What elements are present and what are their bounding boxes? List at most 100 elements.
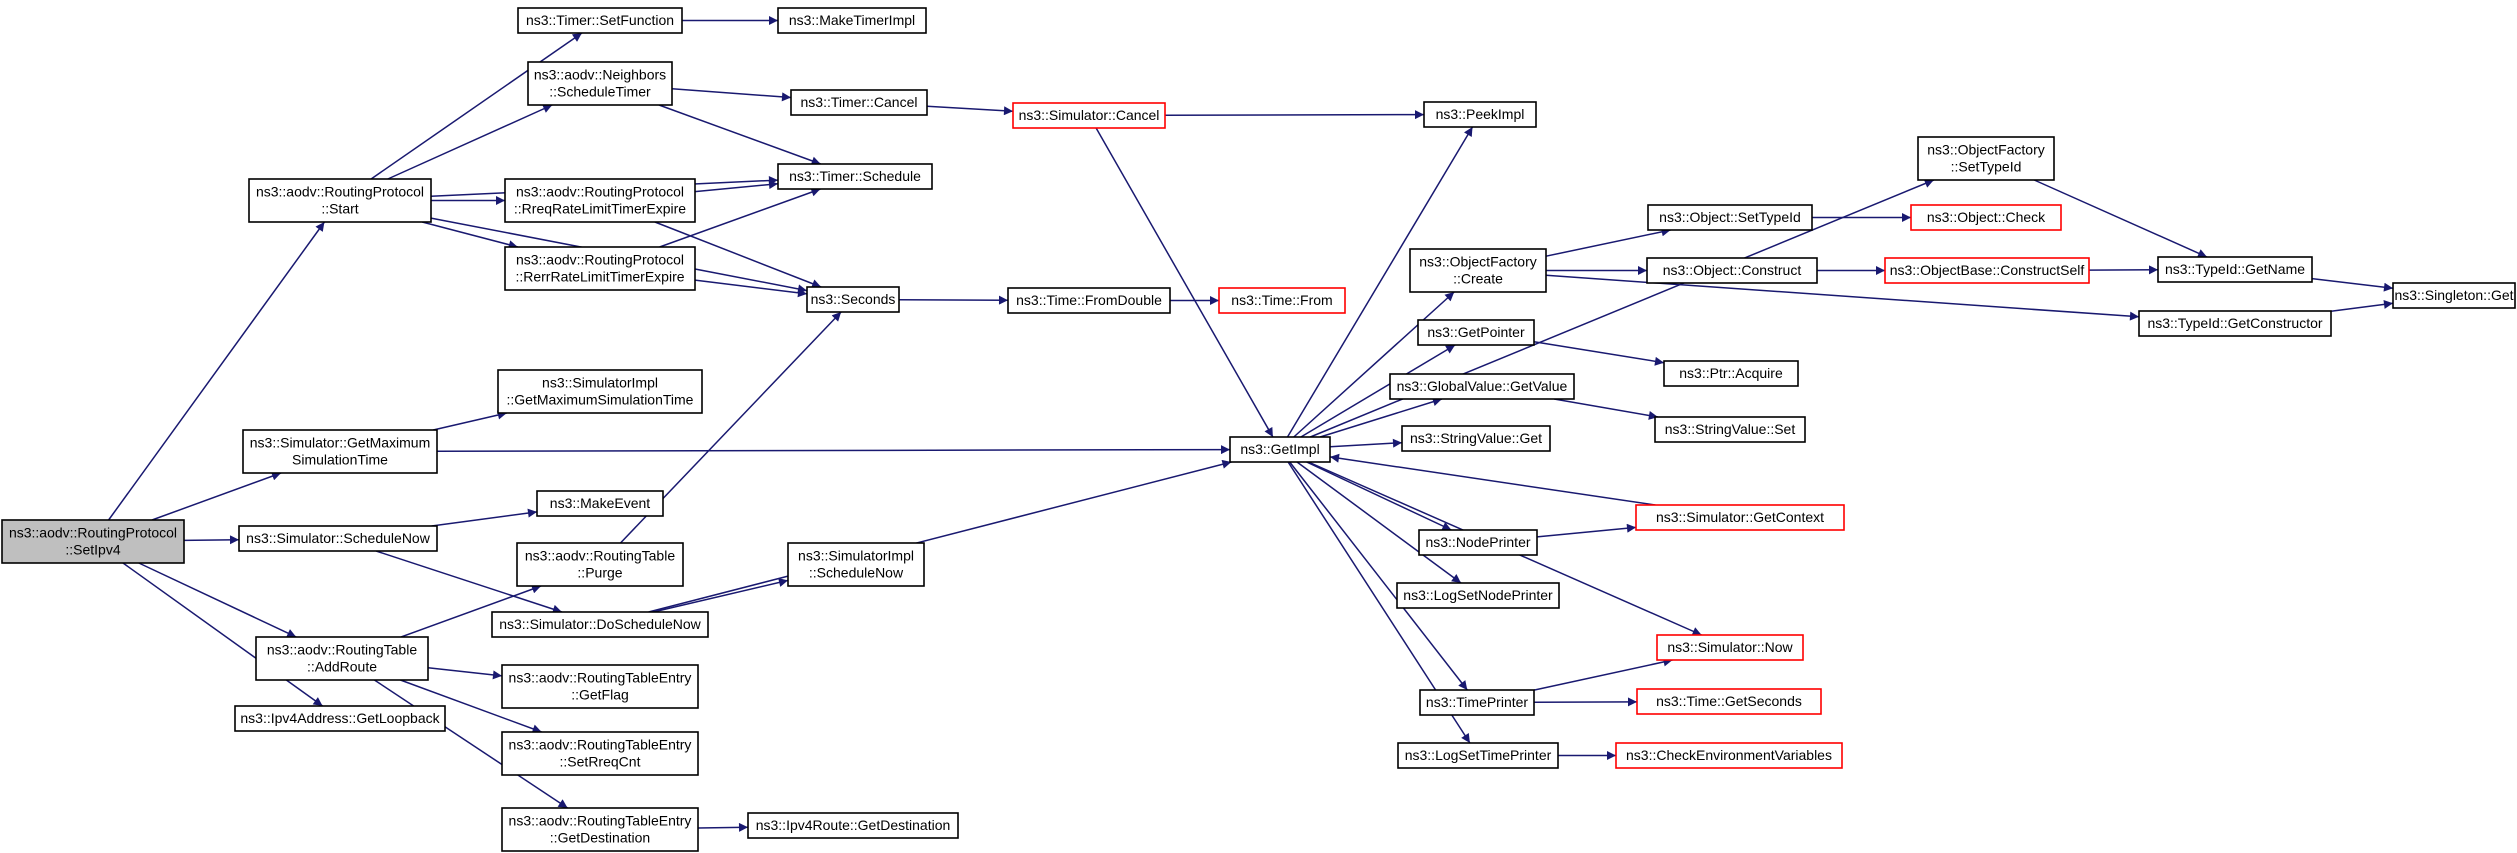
edge-sim_getcontext-to-getimpl [1329, 453, 1656, 506]
edge-gv_getvalue-to-sv_set [1553, 398, 1659, 420]
node-label: ns3::GlobalValue::GetValue [1397, 378, 1568, 394]
node-box [1656, 634, 1804, 661]
node-rte_setrreq[interactable]: ns3::aodv::RoutingTableEntry::SetRreqCnt [501, 731, 699, 776]
node-label: ns3::Simulator::ScheduleNow [246, 530, 431, 546]
node-doschednow[interactable]: ns3::Simulator::DoScheduleNow [491, 611, 709, 638]
node-time_fromdouble[interactable]: ns3::Time::FromDouble [1007, 287, 1171, 314]
node-typeid_getctor[interactable]: ns3::TypeId::GetConstructor [2138, 310, 2332, 337]
node-label: ns3::aodv::RoutingTableEntry [509, 737, 692, 753]
node-setipv4[interactable]: ns3::aodv::RoutingProtocol::SetIpv4 [1, 519, 185, 564]
node-label: ns3::aodv::Neighbors [534, 67, 666, 83]
node-ptr_acquire[interactable]: ns3::Ptr::Acquire [1663, 360, 1799, 387]
edge-getimpl-to-getpointer [1300, 344, 1456, 438]
node-ipv4route_getdest[interactable]: ns3::Ipv4Route::GetDestination [747, 812, 959, 839]
node-sv_get[interactable]: ns3::StringValue::Get [1401, 425, 1551, 452]
node-obj_construct[interactable]: ns3::Object::Construct [1646, 257, 1818, 284]
node-label: ns3::SimulatorImpl [798, 548, 914, 564]
edge-rerr_expire-to-timer_sched [659, 187, 821, 248]
node-of_create[interactable]: ns3::ObjectFactory::Create [1409, 248, 1547, 293]
node-box [1884, 257, 2090, 284]
node-timer_sched[interactable]: ns3::Timer::Schedule [777, 163, 933, 190]
node-rreq_expire[interactable]: ns3::aodv::RoutingProtocol::RreqRateLimi… [504, 178, 696, 223]
node-of_settypeid[interactable]: ns3::ObjectFactory::SetTypeId [1917, 136, 2055, 181]
node-box [1917, 136, 2055, 181]
edge-sim_cancel-to-peekimpl [1164, 110, 1425, 120]
node-objbase_construct[interactable]: ns3::ObjectBase::ConstructSelf [1884, 257, 2090, 284]
node-rte_getdest[interactable]: ns3::aodv::RoutingTableEntry::GetDestina… [501, 807, 699, 852]
node-box [1396, 582, 1560, 609]
edges-layer [107, 16, 2394, 832]
node-label: ::SetRreqCnt [560, 754, 641, 770]
edge-getimpl-to-sv_get [1329, 438, 1403, 448]
node-time_getseconds[interactable]: ns3::Time::GetSeconds [1636, 688, 1822, 715]
node-nb_sched[interactable]: ns3::aodv::Neighbors::ScheduleTimer [527, 61, 673, 106]
edge-setipv4-to-schednow [183, 535, 240, 545]
node-box [1647, 204, 1813, 231]
node-getloopback[interactable]: ns3::Ipv4Address::GetLoopback [234, 705, 446, 732]
node-box [2157, 256, 2313, 283]
node-sv_set[interactable]: ns3::StringValue::Set [1654, 416, 1806, 443]
node-label: ns3::MakeEvent [550, 495, 650, 511]
node-obj_settypeid[interactable]: ns3::Object::SetTypeId [1647, 204, 1813, 231]
node-siml_schednow[interactable]: ns3::SimulatorImpl::ScheduleNow [787, 542, 925, 587]
edge-rt_addroute-to-rte_getdest [373, 679, 569, 809]
node-typeid_getname[interactable]: ns3::TypeId::GetName [2157, 256, 2313, 283]
node-getmaxsim[interactable]: ns3::Simulator::GetMaximumSimulationTime [242, 429, 438, 474]
node-nodeprinter[interactable]: ns3::NodePrinter [1418, 529, 1538, 556]
node-label: ::GetMaximumSimulationTime [507, 392, 694, 408]
node-rt_addroute[interactable]: ns3::aodv::RoutingTable::AddRoute [255, 636, 429, 681]
node-label: ::ScheduleTimer [549, 84, 651, 100]
node-label: ::SetIpv4 [65, 542, 120, 558]
node-label: ns3::Singleton::Get [2394, 287, 2513, 303]
node-schednow[interactable]: ns3::Simulator::ScheduleNow [238, 525, 438, 552]
node-label: ::GetFlag [571, 687, 629, 703]
edge-sim_cancel-to-getimpl [1095, 127, 1274, 438]
node-box [1, 519, 185, 564]
edge-getimpl-to-of_settypeid [1310, 179, 1935, 438]
node-label: ::RerrRateLimitTimerExpire [515, 269, 684, 285]
node-box [790, 89, 928, 116]
node-obj_check[interactable]: ns3::Object::Check [1910, 204, 2062, 231]
edge-typeid_getname-to-singleton_get [2311, 277, 2394, 292]
node-checkenv[interactable]: ns3::CheckEnvironmentVariables [1615, 742, 1843, 769]
node-siml_getmax[interactable]: ns3::SimulatorImpl::GetMaximumSimulation… [497, 369, 703, 414]
node-label: ns3::TimePrinter [1426, 694, 1529, 710]
node-sim_getcontext[interactable]: ns3::Simulator::GetContext [1635, 504, 1845, 531]
node-box [501, 664, 699, 709]
node-label: ns3::GetPointer [1427, 324, 1525, 340]
node-sim_cancel[interactable]: ns3::Simulator::Cancel [1012, 102, 1166, 129]
node-getimpl[interactable]: ns3::GetImpl [1229, 436, 1331, 463]
node-box [2392, 282, 2516, 309]
node-peekimpl[interactable]: ns3::PeekImpl [1423, 101, 1537, 128]
node-label: ns3::aodv::RoutingProtocol [256, 184, 424, 200]
node-rt_purge[interactable]: ns3::aodv::RoutingTable::Purge [516, 542, 684, 587]
edge-schednow-to-doschednow [375, 550, 563, 614]
node-label: ::RreqRateLimitTimerExpire [514, 201, 686, 217]
node-rerr_expire[interactable]: ns3::aodv::RoutingProtocol::RerrRateLimi… [504, 246, 696, 291]
node-getpointer[interactable]: ns3::GetPointer [1417, 319, 1535, 346]
node-label: ns3::Object::Construct [1663, 262, 1802, 278]
node-seconds[interactable]: ns3::Seconds [806, 286, 900, 313]
node-logsettimeprinter[interactable]: ns3::LogSetTimePrinter [1397, 742, 1559, 769]
node-label: ns3::LogSetNodePrinter [1403, 587, 1553, 603]
node-box [1397, 742, 1559, 769]
node-label: ns3::SimulatorImpl [542, 375, 658, 391]
node-gv_getvalue[interactable]: ns3::GlobalValue::GetValue [1389, 373, 1575, 400]
node-singleton_get[interactable]: ns3::Singleton::Get [2392, 282, 2516, 309]
edge-start-to-timer_setfn [370, 32, 583, 180]
node-box [1012, 102, 1166, 129]
node-timeprinter[interactable]: ns3::TimePrinter [1419, 689, 1535, 716]
node-sim_now[interactable]: ns3::Simulator::Now [1656, 634, 1804, 661]
node-start[interactable]: ns3::aodv::RoutingProtocol::Start [248, 178, 432, 223]
edge-setipv4-to-rt_addroute [138, 562, 297, 638]
node-logsetnodeprinter[interactable]: ns3::LogSetNodePrinter [1396, 582, 1560, 609]
edge-start-to-nb_sched [387, 104, 553, 180]
node-rte_getflag[interactable]: ns3::aodv::RoutingTableEntry::GetFlag [501, 664, 699, 709]
node-makeevent[interactable]: ns3::MakeEvent [536, 490, 664, 517]
node-label: ns3::CheckEnvironmentVariables [1626, 747, 1832, 763]
node-maketimerimpl[interactable]: ns3::MakeTimerImpl [777, 7, 927, 34]
node-timer_setfn[interactable]: ns3::Timer::SetFunction [517, 7, 683, 34]
node-time_from[interactable]: ns3::Time::From [1218, 287, 1346, 314]
node-timer_cancel[interactable]: ns3::Timer::Cancel [790, 89, 928, 116]
node-label: ns3::aodv::RoutingProtocol [516, 252, 684, 268]
